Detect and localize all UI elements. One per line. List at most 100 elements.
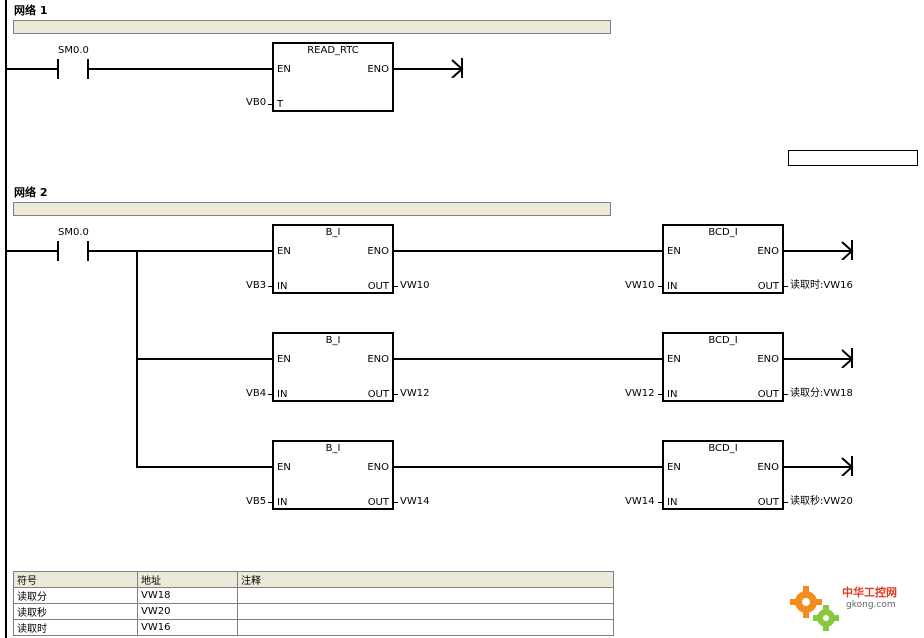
pin-stub [268, 286, 272, 287]
table-row[interactable]: 读取时 VW16 [13, 619, 614, 636]
out-pin: OUT [367, 389, 389, 400]
in-operand[interactable]: VB4 [246, 388, 267, 399]
pin-stub [784, 394, 788, 395]
table-row[interactable]: 读取分 VW18 [13, 587, 614, 604]
in-operand[interactable]: VW12 [625, 388, 655, 399]
pin-stub [658, 502, 662, 503]
network-2-comment-field[interactable] [13, 202, 611, 216]
contact-label: SM0.0 [58, 45, 89, 56]
en-pin: EN [277, 462, 291, 473]
en-pin: EN [277, 246, 291, 257]
column-header[interactable]: 地址 [137, 571, 238, 588]
rung-wire [7, 68, 57, 70]
out-pin: OUT [757, 281, 779, 292]
out-operand[interactable]: VW12 [400, 388, 430, 399]
output-arrow-icon [841, 456, 854, 476]
output-arrow-icon [451, 58, 464, 78]
block-title: BCD_I [708, 227, 738, 238]
out-operand[interactable]: 读取时:VW16 [790, 280, 853, 291]
rung-wire [7, 250, 57, 252]
symbol-table: 符号 地址 注释 读取分 VW18 读取秒 VW20 读取时 VW16 [13, 571, 614, 636]
symbol-cell[interactable]: 读取秒 [13, 603, 138, 620]
b-i-block[interactable]: B_I EN ENO IN OUT [272, 332, 394, 402]
in-pin: IN [667, 281, 678, 292]
rung-wire [89, 250, 272, 252]
rung-wire [394, 68, 462, 70]
block-title: READ_RTC [307, 45, 359, 56]
in-pin: IN [277, 497, 288, 508]
in-operand[interactable]: VW14 [625, 496, 655, 507]
in-operand[interactable]: VW10 [625, 280, 655, 291]
out-pin: OUT [757, 389, 779, 400]
rung-wire [394, 250, 662, 252]
in-pin: IN [277, 281, 288, 292]
out-operand[interactable]: 读取分:VW18 [790, 388, 853, 399]
pin-stub [394, 394, 398, 395]
pin-stub [268, 394, 272, 395]
rung-wire [89, 68, 272, 70]
in-pin: IN [667, 389, 678, 400]
network-1-title: 网络 1 [14, 4, 48, 17]
out-operand[interactable]: VW10 [400, 280, 430, 291]
out-operand[interactable]: VW14 [400, 496, 430, 507]
contact-right-bar [87, 59, 89, 79]
comment-cell[interactable] [237, 587, 614, 604]
eno-pin: ENO [367, 354, 389, 365]
rung-wire [784, 466, 852, 468]
en-pin: EN [667, 462, 681, 473]
in-operand[interactable]: VB5 [246, 496, 267, 507]
address-cell[interactable]: VW20 [137, 603, 238, 620]
pin-stub [394, 286, 398, 287]
watermark-url: gkong.com [846, 600, 896, 610]
branch-wire [136, 358, 272, 360]
comment-cell[interactable] [237, 619, 614, 636]
output-arrow-icon [841, 240, 854, 260]
out-pin: OUT [367, 497, 389, 508]
t-pin: T [277, 99, 284, 110]
rung-wire [394, 358, 662, 360]
symbol-cell[interactable]: 读取时 [13, 619, 138, 636]
address-cell[interactable]: VW16 [137, 619, 238, 636]
side-input-box[interactable] [788, 150, 918, 166]
t-operand[interactable]: VB0 [246, 97, 267, 108]
pin-stub [658, 394, 662, 395]
symbol-cell[interactable]: 读取分 [13, 587, 138, 604]
contact-left-bar [57, 241, 59, 261]
bcd-i-block[interactable]: BCD_I EN ENO IN OUT [662, 332, 784, 402]
contact-right-bar [87, 241, 89, 261]
contact-left-bar [57, 59, 59, 79]
watermark-name: 中华工控网 [842, 586, 897, 599]
pin-stub [784, 286, 788, 287]
out-pin: OUT [367, 281, 389, 292]
rung-wire [784, 250, 852, 252]
block-title: BCD_I [708, 335, 738, 346]
pin-stub [658, 286, 662, 287]
table-row[interactable]: 读取秒 VW20 [13, 603, 614, 620]
bcd-i-block[interactable]: BCD_I EN ENO IN OUT [662, 224, 784, 294]
pin-stub [784, 502, 788, 503]
en-pin: EN [667, 246, 681, 257]
address-cell[interactable]: VW18 [137, 587, 238, 604]
read-rtc-block[interactable]: READ_RTC EN ENO T [272, 42, 394, 112]
en-pin: EN [277, 64, 291, 75]
b-i-block[interactable]: B_I EN ENO IN OUT [272, 224, 394, 294]
pin-stub [268, 104, 272, 105]
network-1-comment-field[interactable] [13, 20, 611, 34]
out-operand[interactable]: 读取秒:VW20 [790, 496, 853, 507]
branch-wire [136, 466, 272, 468]
en-pin: EN [667, 354, 681, 365]
b-i-block[interactable]: B_I EN ENO IN OUT [272, 440, 394, 510]
eno-pin: ENO [367, 64, 389, 75]
in-operand[interactable]: VB3 [246, 280, 267, 291]
bcd-i-block[interactable]: BCD_I EN ENO IN OUT [662, 440, 784, 510]
block-title: BCD_I [708, 443, 738, 454]
column-header[interactable]: 符号 [13, 571, 138, 588]
column-header[interactable]: 注释 [237, 571, 614, 588]
left-power-rail [5, 0, 7, 638]
comment-cell[interactable] [237, 603, 614, 620]
gear-icon [790, 586, 839, 631]
table-header-row: 符号 地址 注释 [13, 571, 614, 588]
rung-wire [394, 466, 662, 468]
en-pin: EN [277, 354, 291, 365]
out-pin: OUT [757, 497, 779, 508]
